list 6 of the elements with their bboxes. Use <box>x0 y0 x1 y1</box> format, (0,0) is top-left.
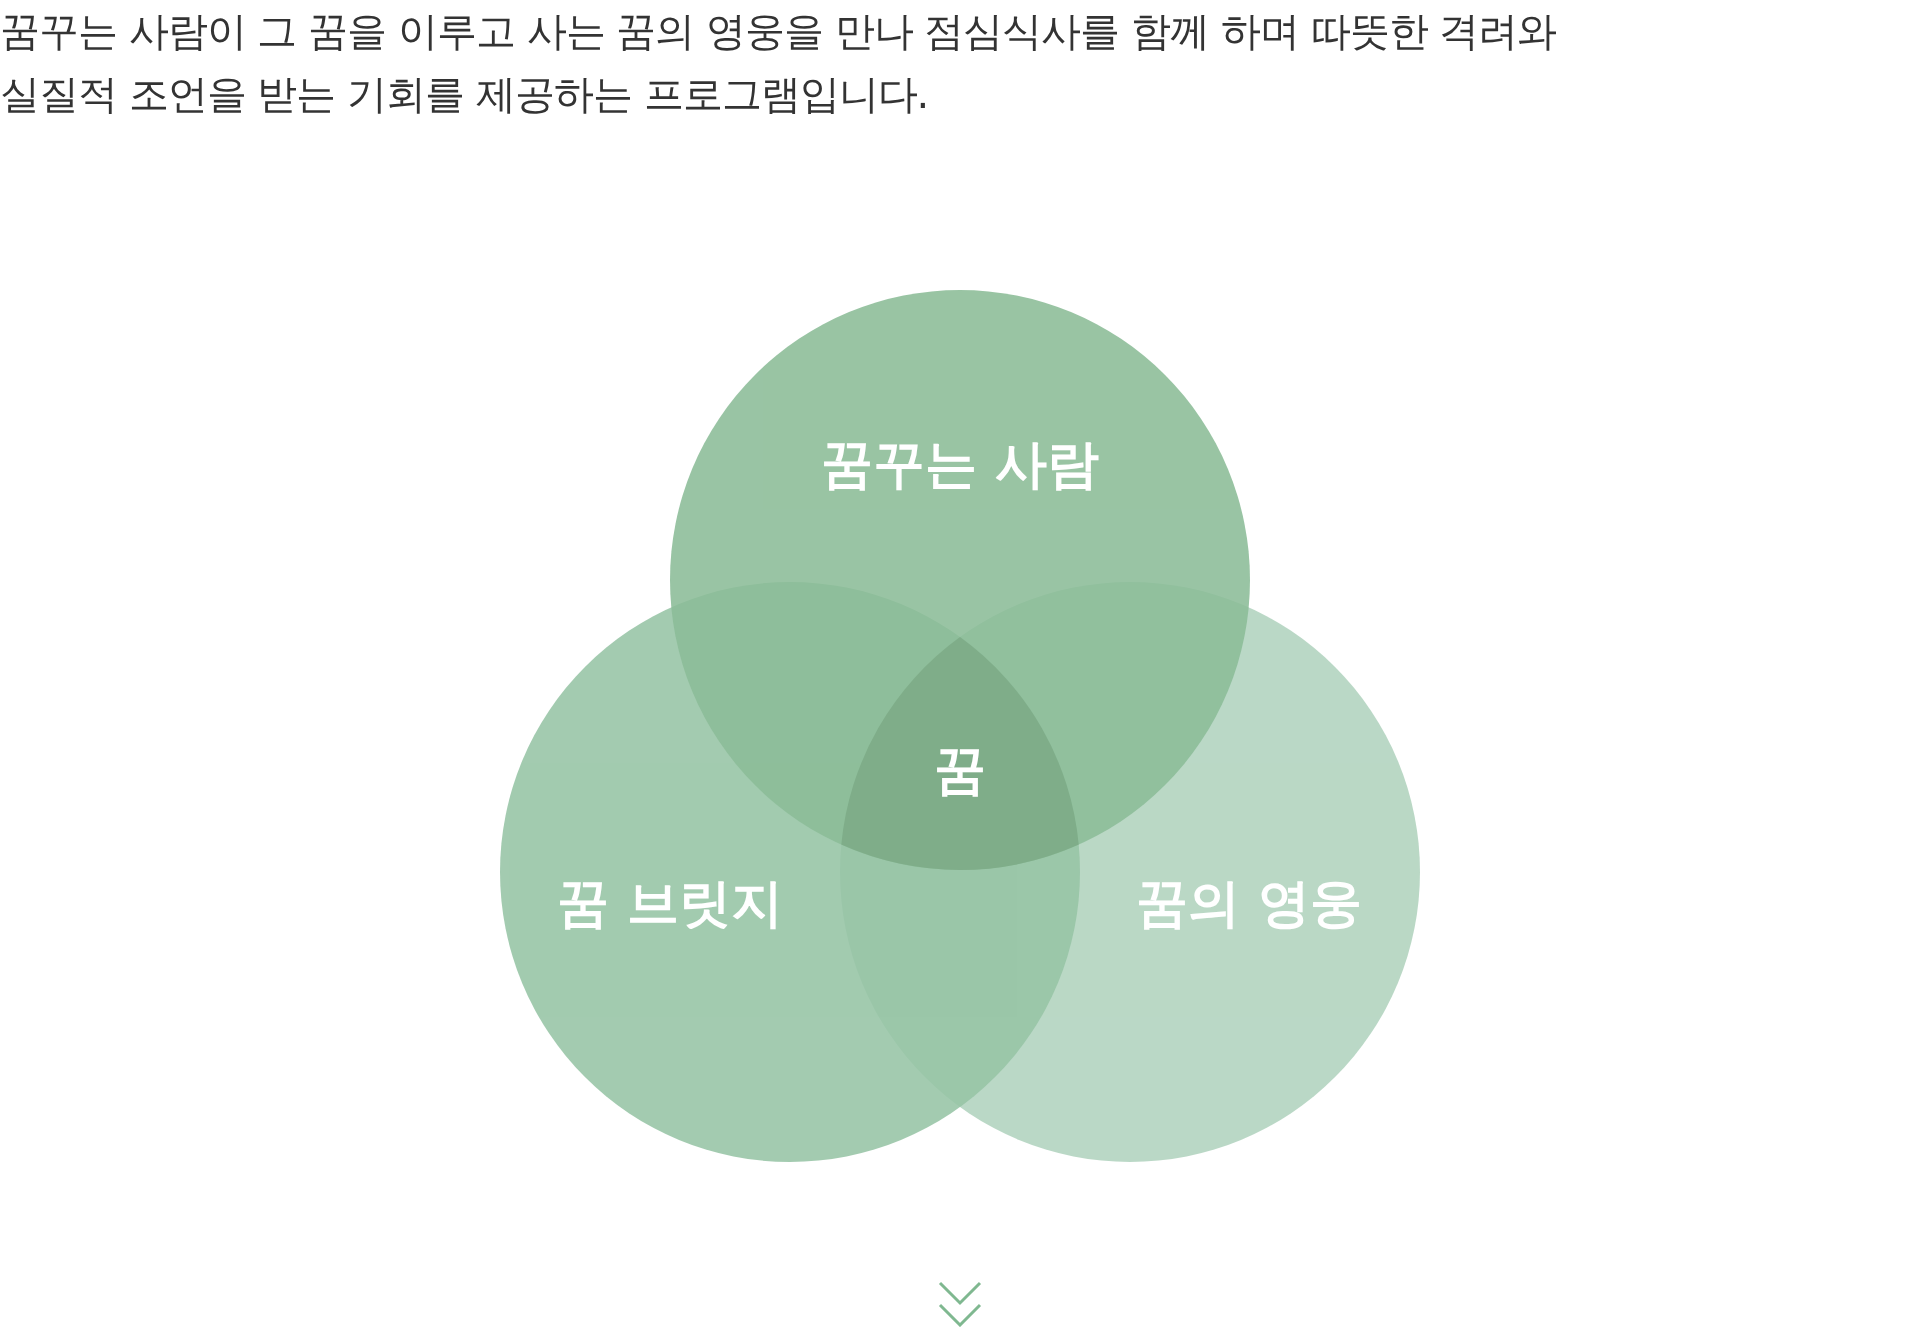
venn-label: 꿈의 영웅 <box>1135 875 1363 933</box>
venn-intersection <box>841 637 1079 871</box>
intro-paragraph: 꿈꾸는 사람이 그 꿈을 이루고 사는 꿈의 영웅을 만나 점심식사를 함께 하며 따뜻한 격려와 실질적 조언을 받는 기회를 제공하는 프로그램입니다. <box>0 7 1558 119</box>
venn-label: 꿈꾸는 사람 <box>820 436 1100 494</box>
venn-label: 꿈 브릿지 <box>556 875 784 933</box>
venn-label: 꿈 <box>934 742 986 800</box>
